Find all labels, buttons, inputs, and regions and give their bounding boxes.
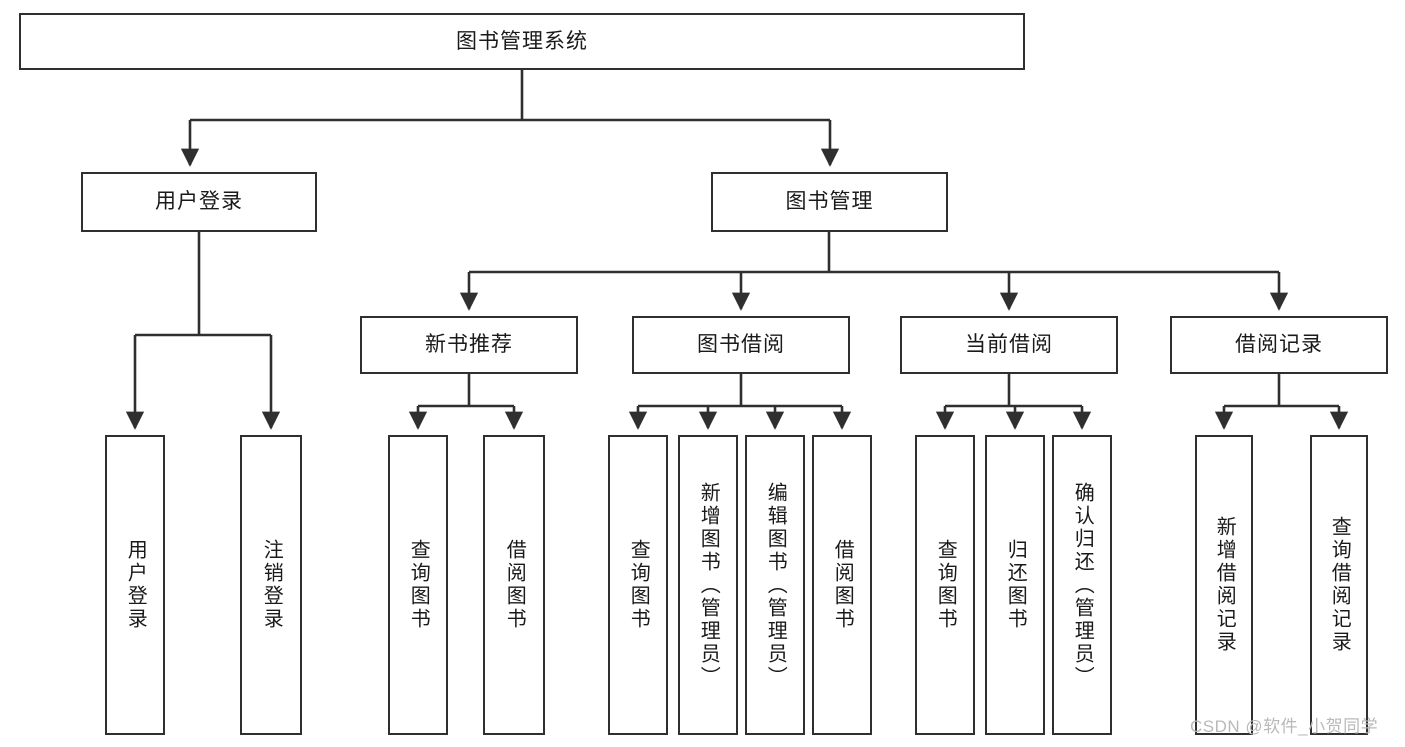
node-leaf-user-logout[interactable]: 注销登录 <box>240 435 302 735</box>
node-leaf-add-record-label: 新增借阅记录 <box>1213 516 1236 654</box>
csdn-watermark: CSDN @软件_小贺同学 <box>1190 717 1379 736</box>
node-book-manage[interactable]: 图书管理 <box>711 172 948 232</box>
node-leaf-add-record[interactable]: 新增借阅记录 <box>1195 435 1253 735</box>
node-leaf-user-login[interactable]: 用户登录 <box>105 435 165 735</box>
node-leaf-confirm-return-label: 确认归还（管理员） <box>1071 481 1094 689</box>
node-leaf-return-book[interactable]: 归还图书 <box>985 435 1045 735</box>
node-leaf-query-book-1[interactable]: 查询图书 <box>388 435 448 735</box>
node-current-borrow[interactable]: 当前借阅 <box>900 316 1118 374</box>
node-current-borrow-label: 当前借阅 <box>965 333 1053 357</box>
node-leaf-edit-book-label: 编辑图书（管理员） <box>764 481 787 689</box>
node-leaf-borrow-book-2-label: 借阅图书 <box>831 539 854 631</box>
node-borrow-record[interactable]: 借阅记录 <box>1170 316 1388 374</box>
node-book-manage-label: 图书管理 <box>785 190 874 214</box>
node-new-book-recommend-label: 新书推荐 <box>425 333 513 357</box>
node-user-login[interactable]: 用户登录 <box>81 172 317 232</box>
node-new-book-recommend[interactable]: 新书推荐 <box>360 316 578 374</box>
node-leaf-user-logout-label: 注销登录 <box>260 539 283 631</box>
node-root-label: 图书管理系统 <box>456 29 588 53</box>
node-leaf-borrow-book-1[interactable]: 借阅图书 <box>483 435 545 735</box>
node-leaf-borrow-book-2[interactable]: 借阅图书 <box>812 435 872 735</box>
node-book-borrow-label: 图书借阅 <box>697 333 785 357</box>
node-borrow-record-label: 借阅记录 <box>1235 333 1323 357</box>
node-leaf-edit-book[interactable]: 编辑图书（管理员） <box>745 435 805 735</box>
node-leaf-add-book-label: 新增图书（管理员） <box>697 481 720 689</box>
node-leaf-query-book-1-label: 查询图书 <box>407 539 430 631</box>
node-leaf-return-book-label: 归还图书 <box>1004 539 1027 631</box>
node-leaf-query-book-3-label: 查询图书 <box>934 539 957 631</box>
node-leaf-query-book-2-label: 查询图书 <box>627 539 650 631</box>
node-book-borrow[interactable]: 图书借阅 <box>632 316 850 374</box>
node-user-login-label: 用户登录 <box>155 190 243 214</box>
node-leaf-confirm-return[interactable]: 确认归还（管理员） <box>1052 435 1112 735</box>
node-leaf-query-book-2[interactable]: 查询图书 <box>608 435 668 735</box>
node-leaf-user-login-label: 用户登录 <box>124 539 147 631</box>
node-leaf-query-record[interactable]: 查询借阅记录 <box>1310 435 1368 735</box>
node-root[interactable]: 图书管理系统 <box>19 13 1025 70</box>
node-leaf-add-book[interactable]: 新增图书（管理员） <box>678 435 738 735</box>
node-leaf-borrow-book-1-label: 借阅图书 <box>503 539 526 631</box>
node-leaf-query-record-label: 查询借阅记录 <box>1328 516 1351 654</box>
node-leaf-query-book-3[interactable]: 查询图书 <box>915 435 975 735</box>
